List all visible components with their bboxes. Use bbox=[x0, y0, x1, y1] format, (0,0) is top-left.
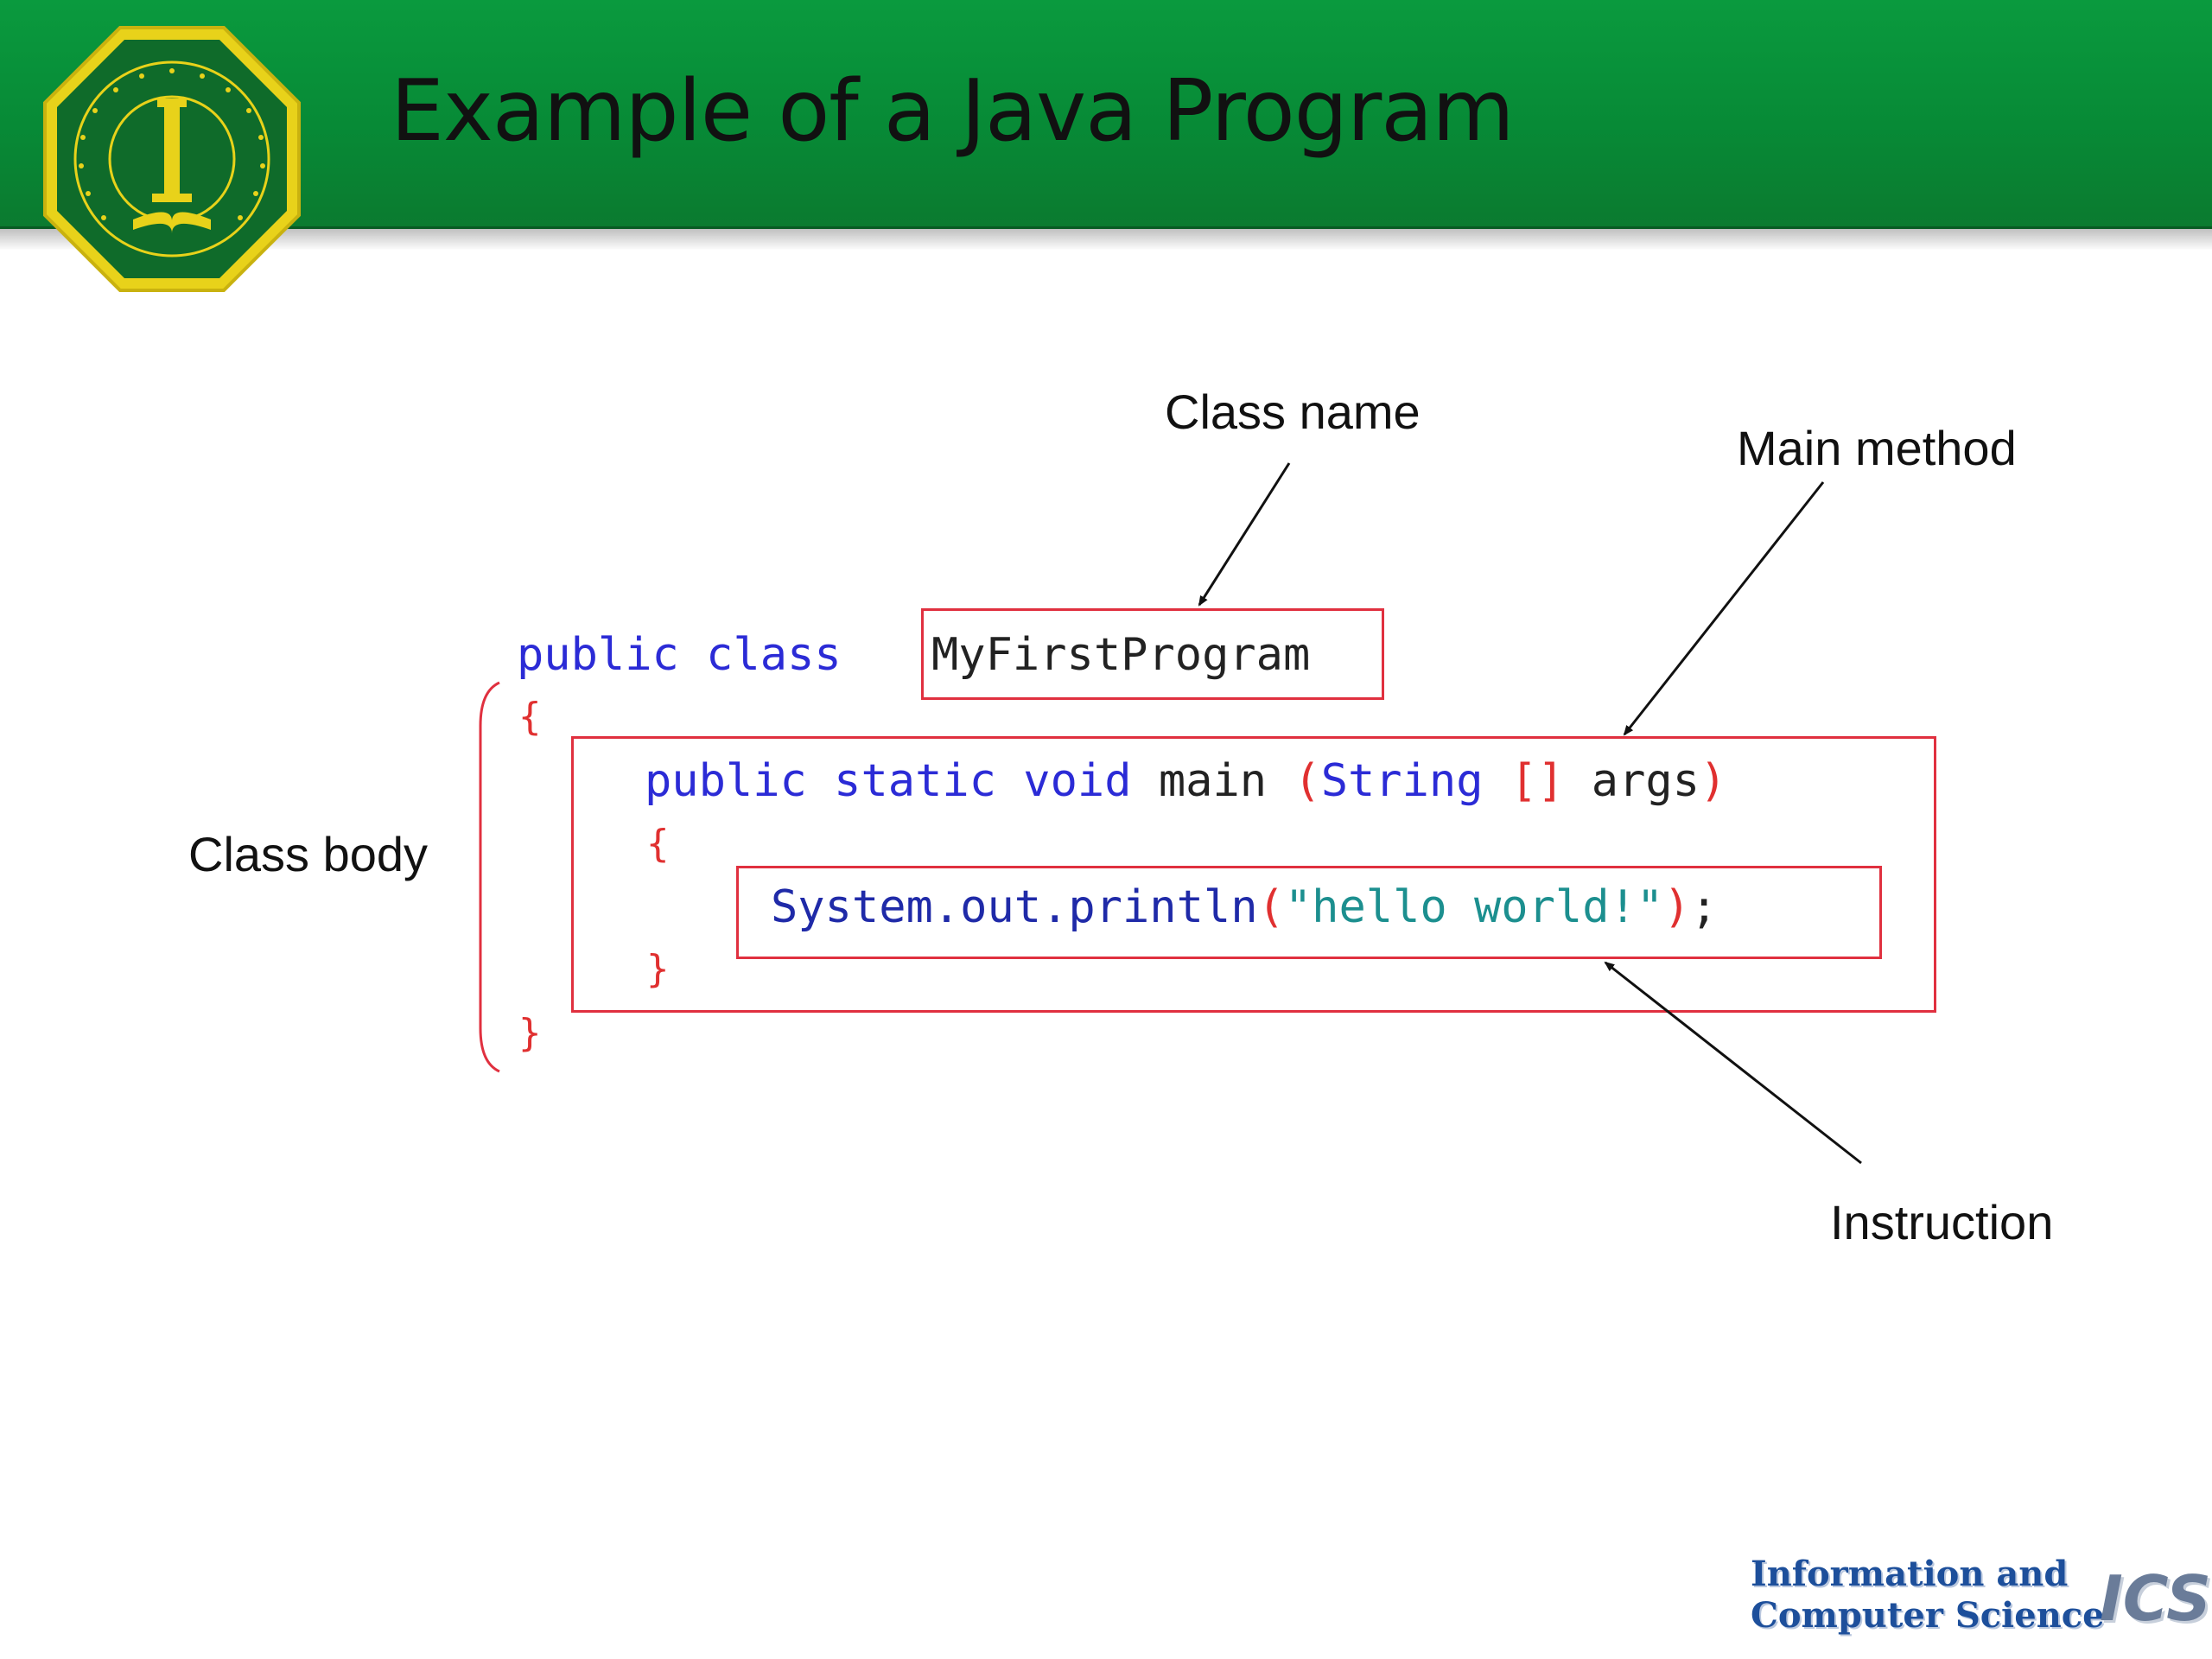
main-method-highlight-box bbox=[571, 736, 1936, 1013]
code-keywords-public-static-void: public static void bbox=[645, 755, 1159, 807]
label-class-name: Class name bbox=[1165, 385, 1421, 439]
code-close-brace-outer: } bbox=[518, 1011, 542, 1055]
code-main: main bbox=[1158, 755, 1294, 807]
label-instruction: Instruction bbox=[1830, 1195, 2054, 1249]
main-method-arrow bbox=[1623, 481, 1825, 736]
label-class-body: Class body bbox=[188, 827, 429, 881]
code-line-class-declaration: public class bbox=[517, 632, 868, 677]
instruction-arrow bbox=[1604, 961, 1862, 1165]
code-args: args bbox=[1564, 755, 1700, 807]
instruction-highlight-box bbox=[736, 866, 1882, 959]
footer-logo-line1: Information and bbox=[1751, 1554, 2069, 1594]
code-brackets: [] bbox=[1510, 755, 1565, 807]
code-paren-open: ( bbox=[1294, 755, 1321, 807]
code-system-out-println: System.out.println bbox=[771, 881, 1258, 933]
code-hello-world-string: "hello world!" bbox=[1284, 881, 1664, 933]
header-band bbox=[0, 0, 2212, 229]
code-class-name: MyFirstProgram bbox=[931, 629, 1311, 681]
code-keywords-public-class: public class bbox=[517, 629, 868, 681]
label-main-method: Main method bbox=[1737, 421, 2017, 475]
header-shadow bbox=[0, 226, 2212, 251]
class-name-arrow bbox=[1198, 462, 1291, 607]
code-close-brace-inner: } bbox=[646, 947, 670, 991]
code-println-paren-close: ) bbox=[1663, 881, 1691, 933]
footer-logo-line2: Computer Science bbox=[1751, 1595, 2105, 1636]
class-name-highlight-box bbox=[921, 608, 1384, 700]
code-line-println: System.out.println("hello world!"); bbox=[771, 885, 1718, 930]
code-paren-close: ) bbox=[1700, 755, 1727, 807]
code-println-paren-open: ( bbox=[1257, 881, 1285, 933]
code-open-brace-outer: { bbox=[518, 695, 542, 739]
code-line-main-method: public static void main (String [] args) bbox=[645, 759, 1726, 804]
university-seal-logo bbox=[43, 26, 301, 292]
code-semicolon: ; bbox=[1690, 881, 1718, 933]
code-string-type: String bbox=[1320, 755, 1510, 807]
footer-ics-logo: ICS bbox=[2100, 1562, 2211, 1635]
code-open-brace-inner: { bbox=[646, 822, 670, 866]
class-body-bracket bbox=[479, 681, 500, 1073]
slide-title: Example of a Java Program bbox=[391, 62, 1515, 161]
